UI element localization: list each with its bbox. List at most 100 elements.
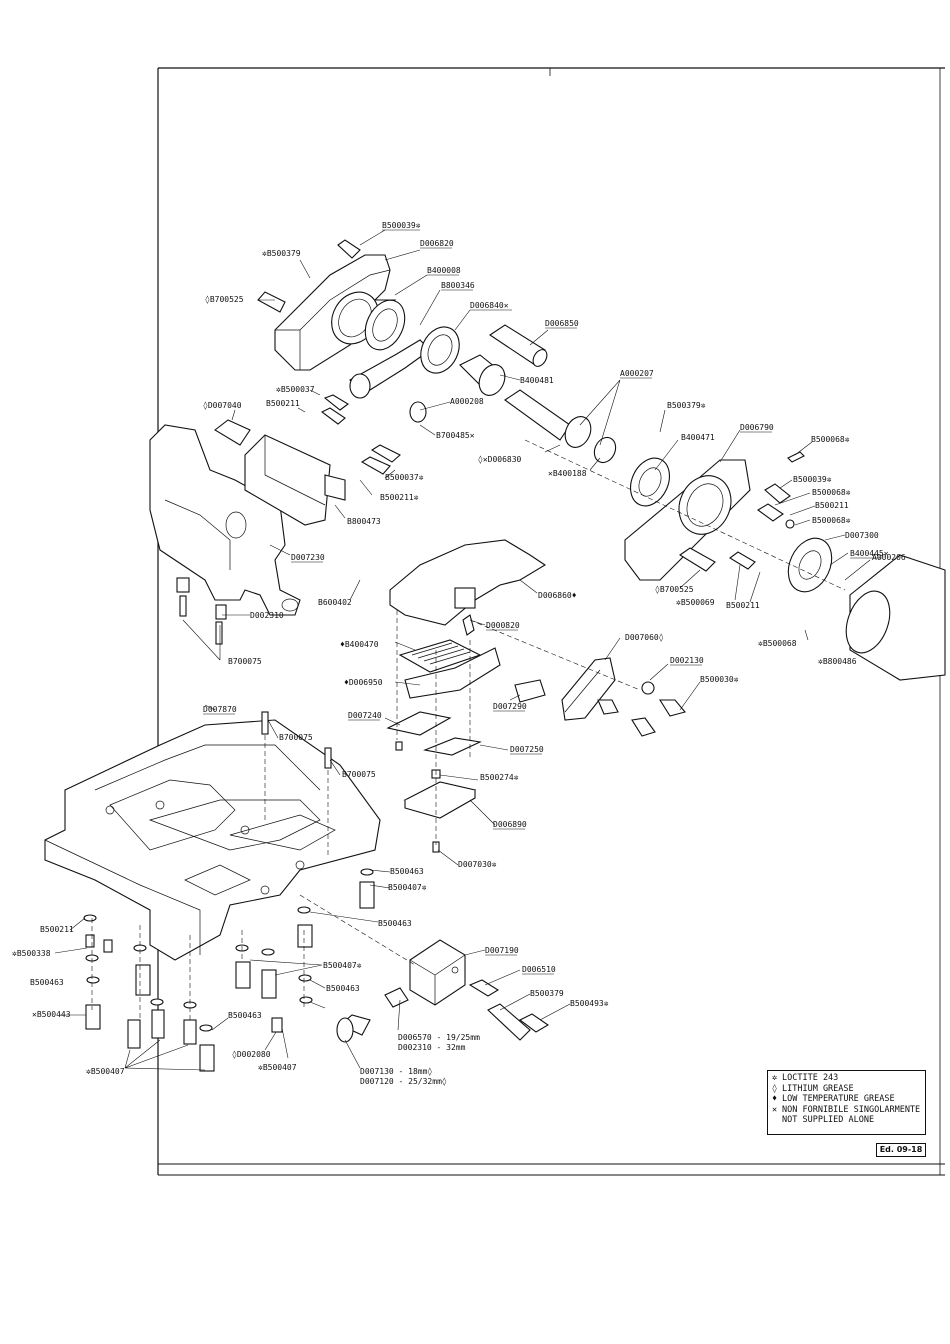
part-label: D007120 - 25/32mm◊ xyxy=(360,1077,447,1086)
lower-fasteners xyxy=(83,868,375,1072)
part-label: ✲B500407 xyxy=(86,1067,125,1076)
legend-text: LOW TEMPERATURE GREASE xyxy=(782,1094,895,1104)
coupling-d007300 xyxy=(787,537,833,593)
legend-text: NON FORNIBILE SINGOLARMENTE xyxy=(782,1104,921,1115)
part-label: B400471 xyxy=(681,433,715,442)
part-label: ✲B500037 xyxy=(276,385,315,394)
part-label: B700485✕ xyxy=(436,431,475,440)
part-label: ✲B500407 xyxy=(258,1063,297,1072)
part-label: ✲B500069 xyxy=(676,598,715,607)
part-label: B500379 xyxy=(530,989,564,998)
legend-symbol: ◊ xyxy=(772,1083,778,1094)
part-label: D002310 - 32mm xyxy=(398,1043,466,1052)
part-label: B500030✲ xyxy=(700,675,739,684)
needle-bearing-b400481 xyxy=(459,354,506,396)
part-label: ♦B400470 xyxy=(340,640,379,649)
part-label: B500463 xyxy=(390,867,424,876)
part-label: B500211 xyxy=(40,925,74,934)
part-label: D007190 xyxy=(485,946,519,955)
part-label: B700075 xyxy=(279,733,313,742)
base-pins xyxy=(261,711,332,769)
legend-row: ♦LOW TEMPERATURE GREASE xyxy=(772,1094,921,1105)
part-label: ◊D007040 xyxy=(203,401,242,410)
part-label: B700075 xyxy=(342,770,376,779)
part-label: B500037✲ xyxy=(385,473,424,482)
part-label: ◊B700525 xyxy=(655,585,694,594)
leader-lines xyxy=(54,229,871,1071)
edition-box: Ed. 09-18 xyxy=(876,1143,926,1157)
part-label: B400445✕ xyxy=(850,549,889,558)
legend-text: NOT SUPPLIED ALONE xyxy=(782,1115,875,1125)
part-label: ◊B700525 xyxy=(205,295,244,304)
part-label: D007240 xyxy=(348,711,382,720)
part-label: ✲B500379 xyxy=(262,249,301,258)
crank-shaft-d006830 xyxy=(504,389,617,464)
motor-b800486 xyxy=(845,554,946,681)
part-label: B500211 xyxy=(815,501,849,510)
pins-top-left xyxy=(257,239,401,475)
part-label: B800473 xyxy=(347,517,381,526)
spring-d006570 xyxy=(384,987,409,1008)
part-label: B500493✲ xyxy=(570,999,609,1008)
part-label: D006840✕ xyxy=(470,301,509,310)
legend-text: LITHIUM GREASE xyxy=(782,1083,854,1094)
part-label: D007250 xyxy=(510,745,544,754)
part-label: D007230 xyxy=(291,553,325,562)
part-label: ✕B500443 xyxy=(32,1010,71,1019)
bracket-d007230 xyxy=(149,424,301,616)
part-label: D007030✲ xyxy=(458,860,497,869)
part-label: B500463 xyxy=(326,984,360,993)
part-label: D007290 xyxy=(493,702,527,711)
part-label: D006510 xyxy=(522,965,556,974)
legend-box: ✲LOCTITE 243 ◊ LITHIUM GREASE ♦LOW TEMPER… xyxy=(767,1070,926,1135)
bush-d007040 xyxy=(214,419,251,446)
drawing-frame xyxy=(157,67,945,1176)
part-label: D006890 xyxy=(493,820,527,829)
part-label: D007870 xyxy=(203,705,237,714)
block-d007190 xyxy=(409,939,466,1006)
legend-text: LOCTITE 243 xyxy=(782,1073,839,1083)
part-label: ✲B800486 xyxy=(818,657,857,666)
part-label: B500039✲ xyxy=(793,475,832,484)
part-label: B500407✲ xyxy=(388,883,427,892)
part-label: ♦D006950 xyxy=(344,678,383,687)
clamp-d006860 xyxy=(389,539,547,626)
part-label: B400008 xyxy=(427,266,461,275)
part-label: B700075 xyxy=(228,657,262,666)
part-label: D006570 - 19/25mm xyxy=(398,1033,480,1042)
springs-left xyxy=(176,577,227,645)
part-label: B500463 xyxy=(228,1011,262,1020)
bolt-d007130 xyxy=(336,1014,371,1043)
part-label: D006790 xyxy=(740,423,774,432)
assembly-axes xyxy=(91,439,846,1040)
part-label: A000208 xyxy=(450,397,484,406)
part-label: B500211 xyxy=(726,601,760,610)
part-label: ✲B500338 xyxy=(12,949,51,958)
legend-row: ◊ LITHIUM GREASE xyxy=(772,1084,921,1095)
legend-row: ✲LOCTITE 243 xyxy=(772,1073,921,1084)
part-label: D006820 xyxy=(420,239,454,248)
part-label: B800346 xyxy=(441,281,475,290)
bearing-housing-d006790 xyxy=(624,459,751,581)
base-plate-d007870 xyxy=(44,719,381,961)
part-label: B500211✲ xyxy=(380,493,419,502)
part-labels: B500039✲ ✲B500379 D006820 B400008 ◊B7005… xyxy=(12,221,906,1086)
part-label: A000207 xyxy=(620,369,654,378)
plate-d007250 xyxy=(423,737,482,756)
part-label: B500068✲ xyxy=(812,516,851,525)
part-label: B500068✲ xyxy=(811,435,850,444)
legend-row: ✕NON FORNIBILE SINGOLARMENTE xyxy=(772,1105,921,1116)
part-label: B500274✲ xyxy=(480,773,519,782)
part-label: D000820 xyxy=(486,621,520,630)
part-label: B400481 xyxy=(520,376,554,385)
bearing-b400008 xyxy=(364,299,406,351)
small-bushing-a000208 xyxy=(409,401,427,423)
connecting-rod-b800346 xyxy=(349,326,460,399)
part-label: D002310 xyxy=(250,611,284,620)
part-label: B500379✲ xyxy=(667,401,706,410)
pin-d007290 xyxy=(514,679,546,703)
plate-d006890 xyxy=(403,781,477,819)
screws-lower-right xyxy=(468,979,550,1041)
part-label: D006860♦ xyxy=(538,591,577,600)
part-label: D007130 - 18mm◊ xyxy=(360,1067,432,1076)
